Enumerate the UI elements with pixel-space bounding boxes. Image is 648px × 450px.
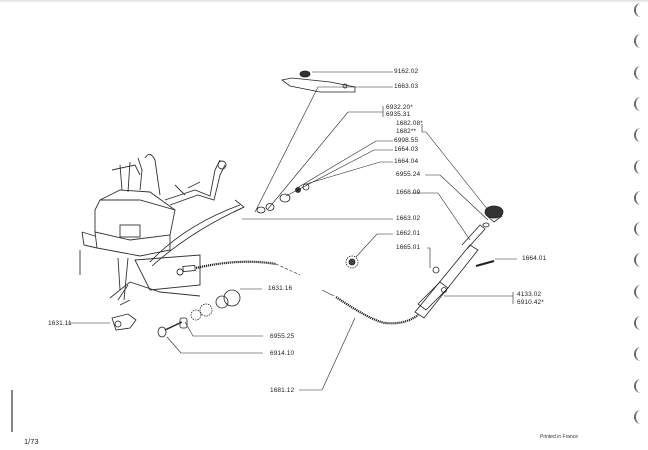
cable-arc bbox=[149, 199, 245, 267]
cable-1663-02 bbox=[182, 260, 301, 276]
part-label-6955-24: 6955.24 bbox=[396, 171, 421, 178]
binder-hole bbox=[634, 409, 644, 424]
binder-hole bbox=[634, 316, 644, 330]
page-top-edge bbox=[0, 0, 648, 3]
binder-hole bbox=[634, 190, 644, 205]
binder-hole bbox=[634, 65, 644, 80]
part-label-6998-55: 6998.55 bbox=[394, 137, 419, 144]
binder-hole bbox=[634, 159, 644, 174]
part-label-9162-02: 9162.02 bbox=[394, 68, 419, 75]
part-label-1663-03: 1663.03 bbox=[394, 83, 419, 90]
binder-hole bbox=[634, 128, 644, 143]
part-label-1664-04: 1664.04 bbox=[394, 158, 419, 165]
gear-1662-01 bbox=[345, 255, 359, 269]
binder-hole bbox=[634, 284, 644, 299]
part-label-1631-16: 1631.16 bbox=[268, 285, 293, 292]
part-label-6935-31: 6935.31 bbox=[386, 111, 411, 118]
binder-hole bbox=[634, 34, 644, 49]
top-bracket bbox=[281, 70, 356, 93]
part-label-1664-01: 1664.01 bbox=[522, 255, 547, 262]
knob-assembly bbox=[157, 289, 241, 338]
part-label-1664-03: 1664.03 bbox=[394, 146, 419, 153]
part-label-6955-25: 6955.25 bbox=[270, 333, 295, 340]
part-label-4133-02: 4133.02 bbox=[517, 291, 542, 298]
part-label-6910-42: 6910.42* bbox=[517, 299, 544, 306]
binder-hole bbox=[634, 96, 644, 111]
binder-hole bbox=[634, 253, 644, 268]
part-label-1663-02: 1663.02 bbox=[396, 215, 421, 222]
cable-1681-12 bbox=[321, 289, 419, 325]
part-label-1682-08: 1682.08* bbox=[396, 120, 423, 127]
part-label-1668-09: 1668.09 bbox=[396, 189, 421, 196]
pin-1664-01 bbox=[475, 259, 495, 268]
part-label-1662-01: 1662.01 bbox=[396, 230, 421, 237]
engine-assembly bbox=[79, 154, 227, 306]
binder-hole bbox=[634, 222, 644, 237]
binder-hole bbox=[634, 3, 644, 17]
printed-note: Printed in France bbox=[540, 434, 579, 440]
page-number: 1/73 bbox=[24, 437, 39, 446]
part-label-6914-10: 6914.10 bbox=[270, 350, 295, 357]
leader-lines bbox=[68, 71, 517, 391]
part-label-6932-20: 6932.20* bbox=[386, 104, 413, 111]
part-label-1682: 1682** bbox=[396, 128, 417, 135]
binder-hole bbox=[634, 378, 644, 393]
part-label-1665-01: 1665.01 bbox=[396, 244, 421, 251]
part-label-1631-11: 1631.11 bbox=[48, 320, 72, 327]
twist-grip bbox=[414, 205, 504, 319]
lever-1631-11 bbox=[111, 313, 137, 331]
binder-hole bbox=[634, 347, 644, 362]
part-label-1681-12: 1681.12 bbox=[270, 387, 295, 394]
